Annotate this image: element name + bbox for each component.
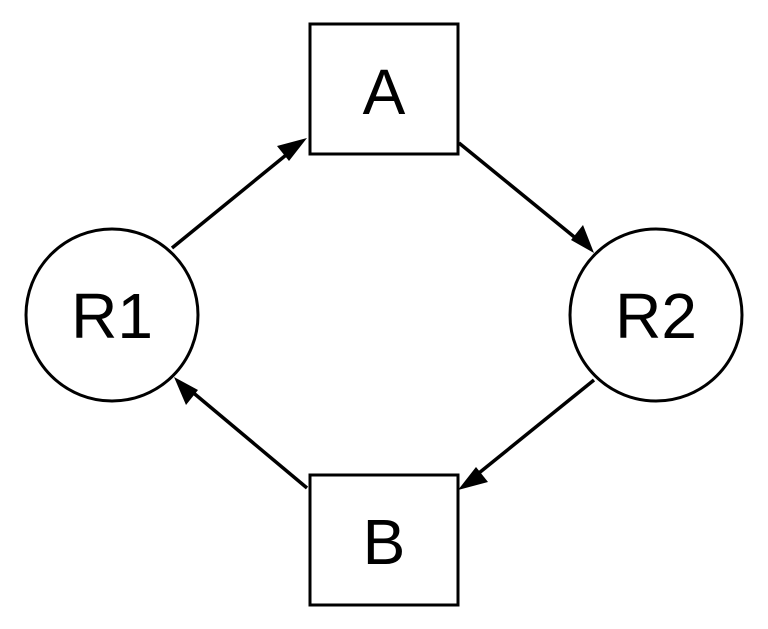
node-a-label: A: [363, 56, 406, 128]
arrowhead-icon: [277, 138, 307, 161]
edge-b-to-r1: [174, 377, 309, 490]
node-b-label: B: [363, 506, 406, 578]
node-a-box: [308, 22, 460, 156]
arrowhead-icon: [458, 467, 488, 490]
edge-r2-to-b: [458, 378, 596, 490]
arrowhead-icon: [571, 225, 594, 253]
node-r1: R1: [24, 227, 200, 403]
node-r2: R2: [568, 227, 744, 403]
edge-a-to-r2: [457, 141, 594, 253]
node-r1-label: R1: [71, 280, 153, 352]
node-b-box: [308, 473, 460, 607]
node-r2-circle: [568, 227, 744, 403]
edge-r1-to-a: [170, 138, 307, 250]
node-a: A: [308, 22, 460, 156]
node-r1-circle: [24, 227, 200, 403]
node-b: B: [308, 473, 460, 607]
arrowhead-icon: [174, 377, 198, 405]
node-r2-label: R2: [615, 280, 697, 352]
